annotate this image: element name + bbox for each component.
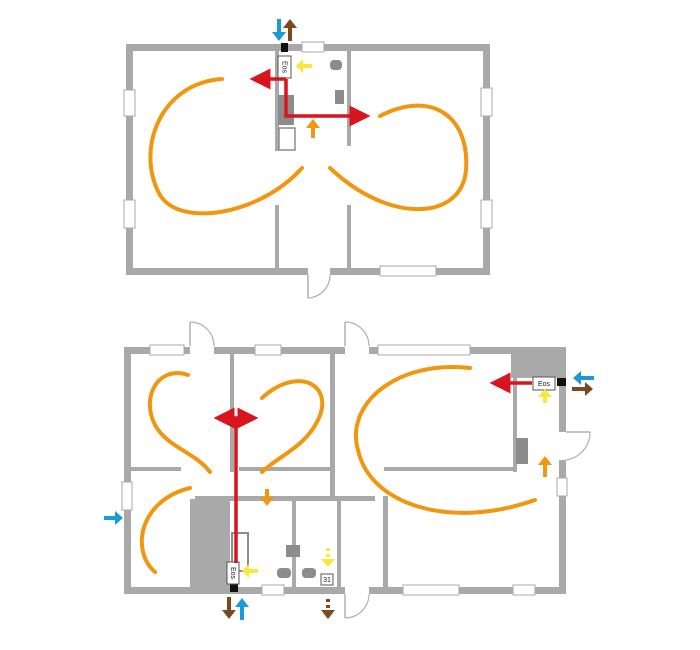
exhaust-air-arrow [572, 382, 593, 396]
window [480, 199, 493, 229]
transfer-air-arrow [306, 119, 320, 138]
airflow-path [139, 486, 192, 574]
unit-label: Eos [538, 381, 551, 388]
unit-label: Eos [229, 567, 236, 580]
unit-label: 31 [323, 577, 331, 584]
window [121, 481, 133, 511]
window [301, 41, 325, 53]
ventilation-unit [226, 561, 240, 585]
airflow-path [260, 379, 325, 474]
airflow-path [328, 103, 469, 212]
window [480, 87, 493, 117]
window [512, 584, 536, 596]
outdoor-air-arrow [235, 598, 249, 620]
upper-floor-plan: Eos [123, 19, 493, 299]
window [402, 584, 460, 596]
supply-duct [284, 79, 371, 127]
extract-air-arrow [242, 564, 258, 578]
window [123, 89, 136, 117]
ventilation-unit [320, 573, 334, 586]
outdoor-air-arrow [573, 371, 594, 385]
outdoor-air-arrow [104, 511, 123, 525]
unit-label: Eos [281, 61, 288, 74]
airflow-path [147, 371, 212, 474]
window [377, 344, 471, 356]
window [254, 344, 282, 356]
transfer-air-arrow [260, 489, 274, 506]
window [149, 344, 185, 356]
window [556, 477, 568, 497]
extract-air-arrow [296, 59, 312, 73]
airflow-path [354, 365, 537, 515]
lower-floor-plan: Eos Eos 31 [104, 321, 594, 620]
extract-air-arrow [538, 389, 552, 403]
exhaust-air-arrow [321, 599, 335, 619]
window [379, 265, 437, 277]
extract-air-arrow [321, 548, 335, 567]
window [261, 584, 285, 596]
airflow-path [148, 77, 304, 216]
exhaust-air-arrow [222, 597, 236, 619]
exhaust-air-arrow [283, 19, 297, 41]
ventilation-unit [532, 376, 556, 391]
window [123, 199, 136, 229]
outdoor-air-arrow [272, 19, 286, 41]
transfer-air-arrow [538, 456, 552, 477]
